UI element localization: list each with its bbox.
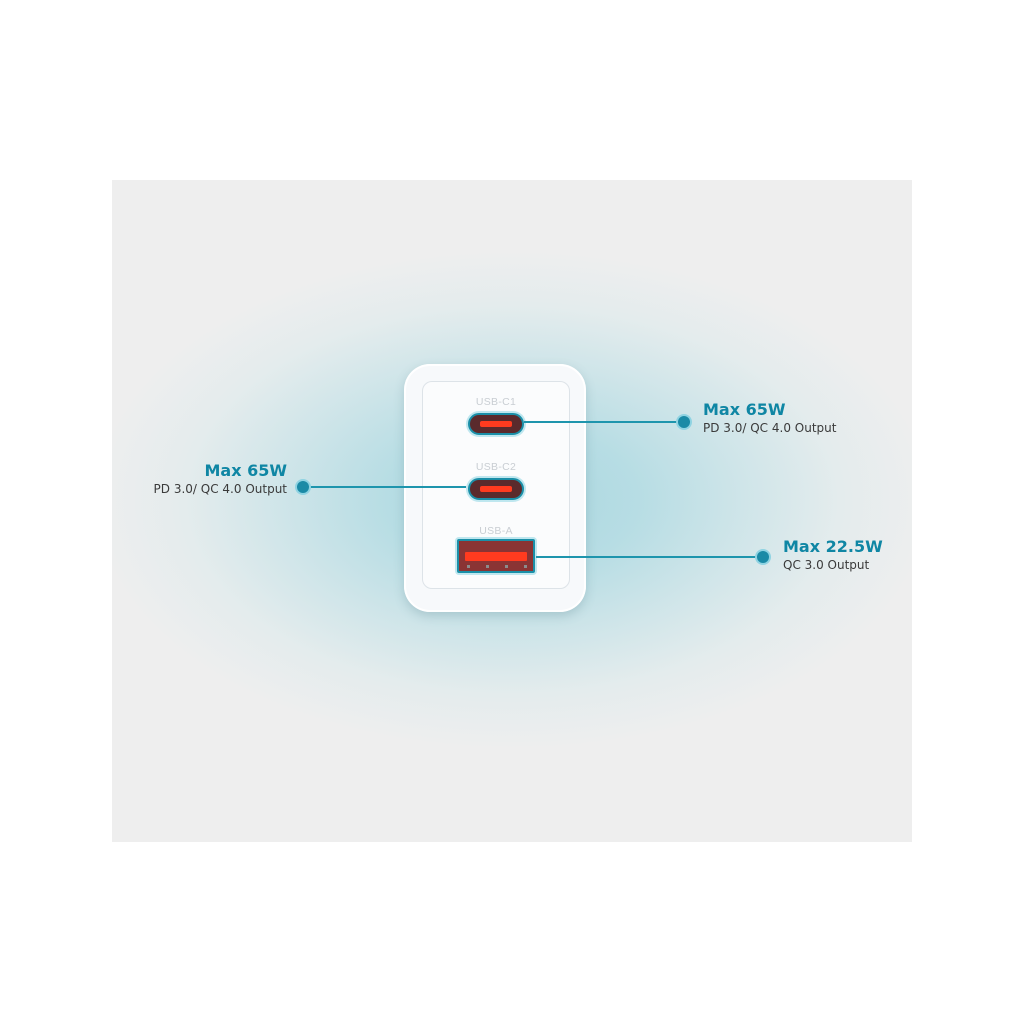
- port-label-usb-c1: USB-C1: [475, 396, 517, 408]
- callout-title: Max 22.5W: [783, 537, 883, 556]
- usb-a-pin-dot: [505, 565, 508, 568]
- callout-node-usb-c2: [297, 481, 309, 493]
- charger-body: USB-C1 USB-C2 USB-A: [404, 364, 586, 612]
- callout-usb-c2: Max 65W PD 3.0/ QC 4.0 Output: [120, 461, 287, 497]
- port-label-usb-c2: USB-C2: [475, 461, 517, 473]
- port-label-usb-a: USB-A: [479, 525, 513, 537]
- callout-subtitle: PD 3.0/ QC 4.0 Output: [703, 421, 837, 435]
- usb-a-pin-dot: [524, 565, 527, 568]
- callout-subtitle: PD 3.0/ QC 4.0 Output: [153, 482, 287, 496]
- usb-c2-contact: [480, 486, 512, 492]
- usb-a-pin-dot: [467, 565, 470, 568]
- callout-usb-c1: Max 65W PD 3.0/ QC 4.0 Output: [703, 400, 836, 436]
- usb-c1-port: [468, 413, 524, 435]
- usb-c2-port: [468, 478, 524, 500]
- callout-title: Max 65W: [703, 400, 786, 419]
- callout-title: Max 65W: [204, 461, 287, 480]
- callout-line-usb-a: [536, 556, 762, 558]
- callout-node-usb-a: [757, 551, 769, 563]
- callout-subtitle: QC 3.0 Output: [783, 558, 870, 572]
- charger-face: USB-C1 USB-C2 USB-A: [422, 381, 570, 589]
- callout-line-usb-c1: [524, 421, 684, 423]
- callout-usb-a: Max 22.5W QC 3.0 Output: [783, 537, 883, 573]
- usb-c1-contact: [480, 421, 512, 427]
- callout-node-usb-c1: [678, 416, 690, 428]
- usb-a-port: [457, 539, 535, 573]
- usb-a-pin-dot: [486, 565, 489, 568]
- usb-a-contact: [465, 552, 527, 561]
- callout-line-usb-c2: [303, 486, 466, 488]
